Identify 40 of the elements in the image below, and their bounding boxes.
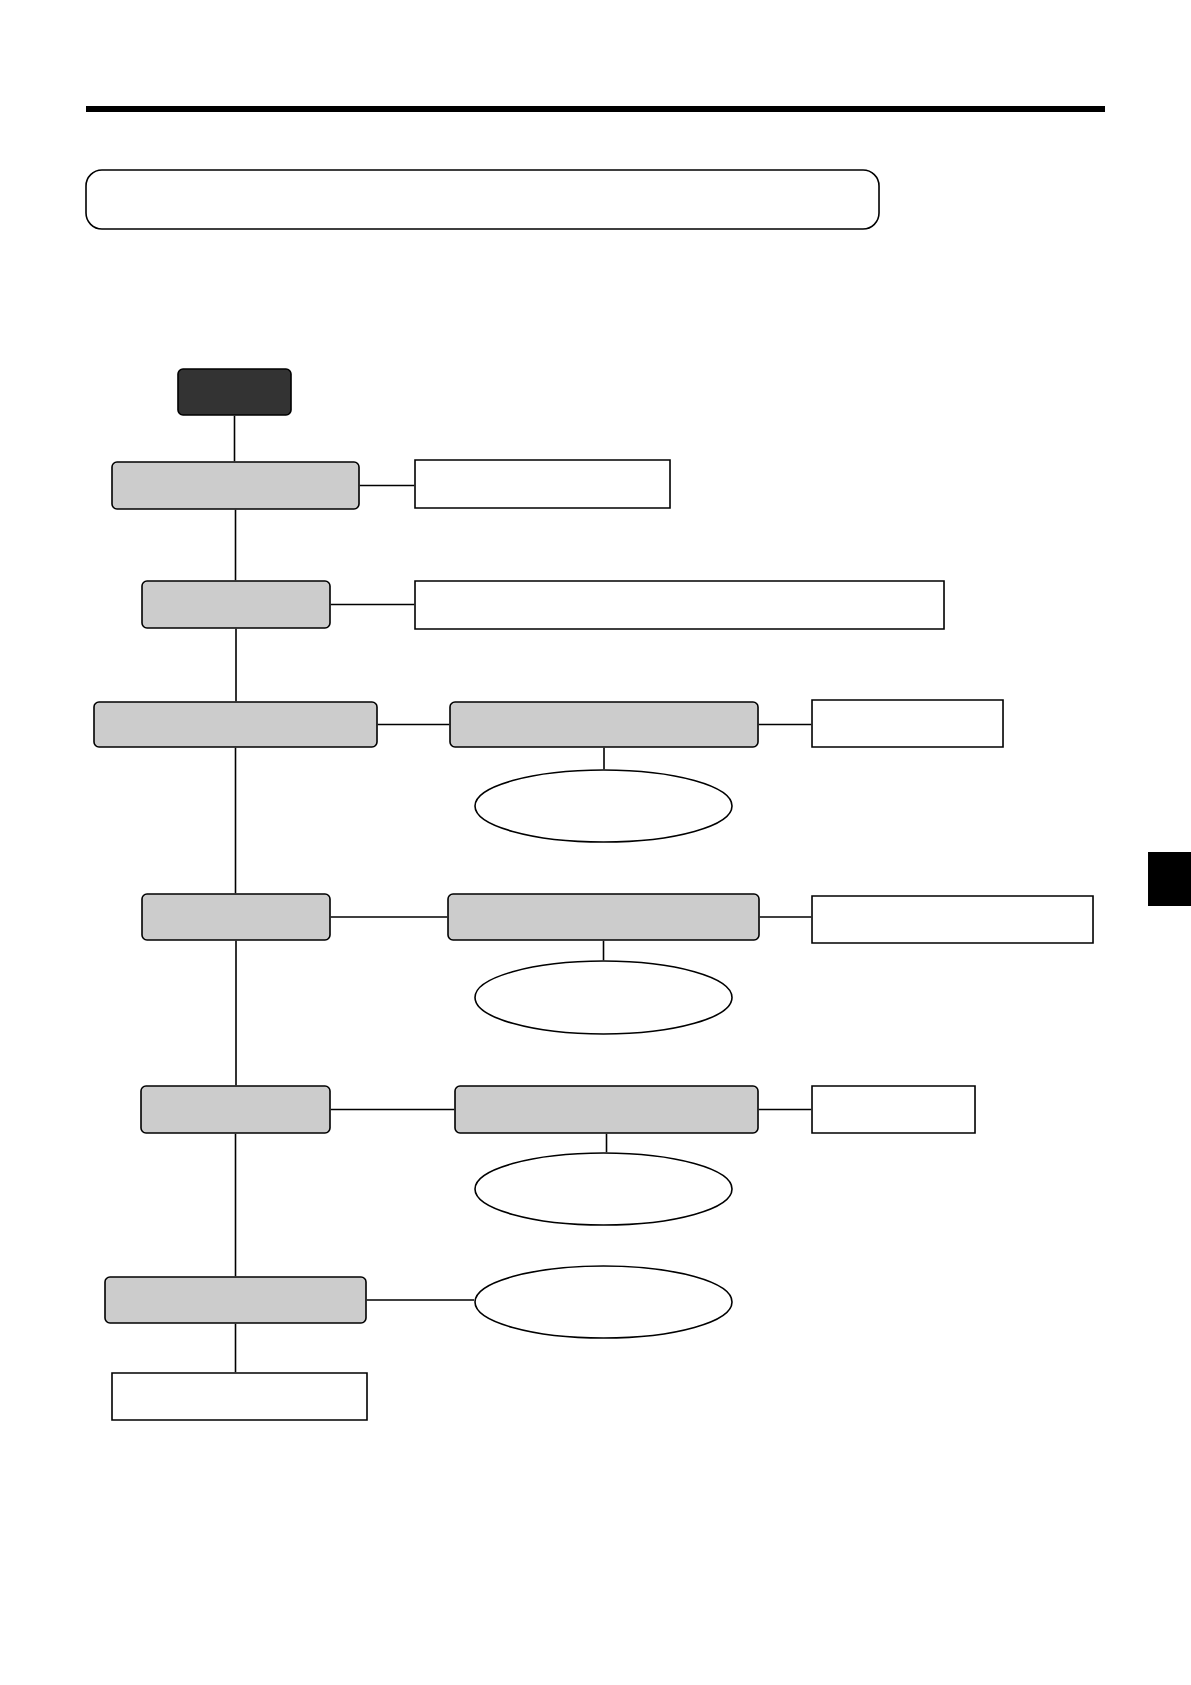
step-box	[449, 701, 759, 748]
connector-line	[330, 603, 415, 606]
note-ellipse	[474, 769, 733, 843]
step-box	[141, 580, 331, 629]
result-box	[811, 1085, 976, 1134]
step-box	[140, 1085, 331, 1134]
connector-line	[359, 484, 415, 487]
connector-line	[758, 1108, 812, 1111]
note-ellipse	[474, 1152, 733, 1226]
connector-line	[602, 940, 605, 961]
step-box	[141, 893, 331, 941]
start-box	[177, 368, 292, 416]
connector-line	[377, 723, 450, 726]
title-band	[85, 169, 880, 230]
step-box	[454, 1085, 759, 1134]
connector-line	[235, 940, 237, 1086]
connector-line	[366, 1299, 475, 1301]
connector-line	[235, 628, 237, 702]
connector-line	[758, 723, 812, 726]
result-box	[111, 1372, 368, 1421]
connector-line	[330, 1108, 455, 1111]
result-box	[811, 699, 1004, 748]
connector-line	[233, 415, 236, 462]
connector-line	[605, 1133, 608, 1153]
connector-line	[759, 916, 812, 918]
result-box	[414, 580, 945, 630]
connector-line	[234, 1323, 237, 1373]
step-box	[93, 701, 378, 748]
result-box	[811, 895, 1094, 944]
connector-line	[234, 747, 237, 894]
connector-line	[603, 747, 605, 770]
result-box	[414, 459, 671, 509]
step-box	[104, 1276, 367, 1324]
connector-line	[330, 916, 448, 918]
step-box	[447, 893, 760, 941]
connector-line	[234, 509, 237, 581]
step-box	[111, 461, 360, 510]
connector-line	[234, 1133, 237, 1277]
note-ellipse	[474, 960, 733, 1035]
note-ellipse	[474, 1265, 733, 1339]
